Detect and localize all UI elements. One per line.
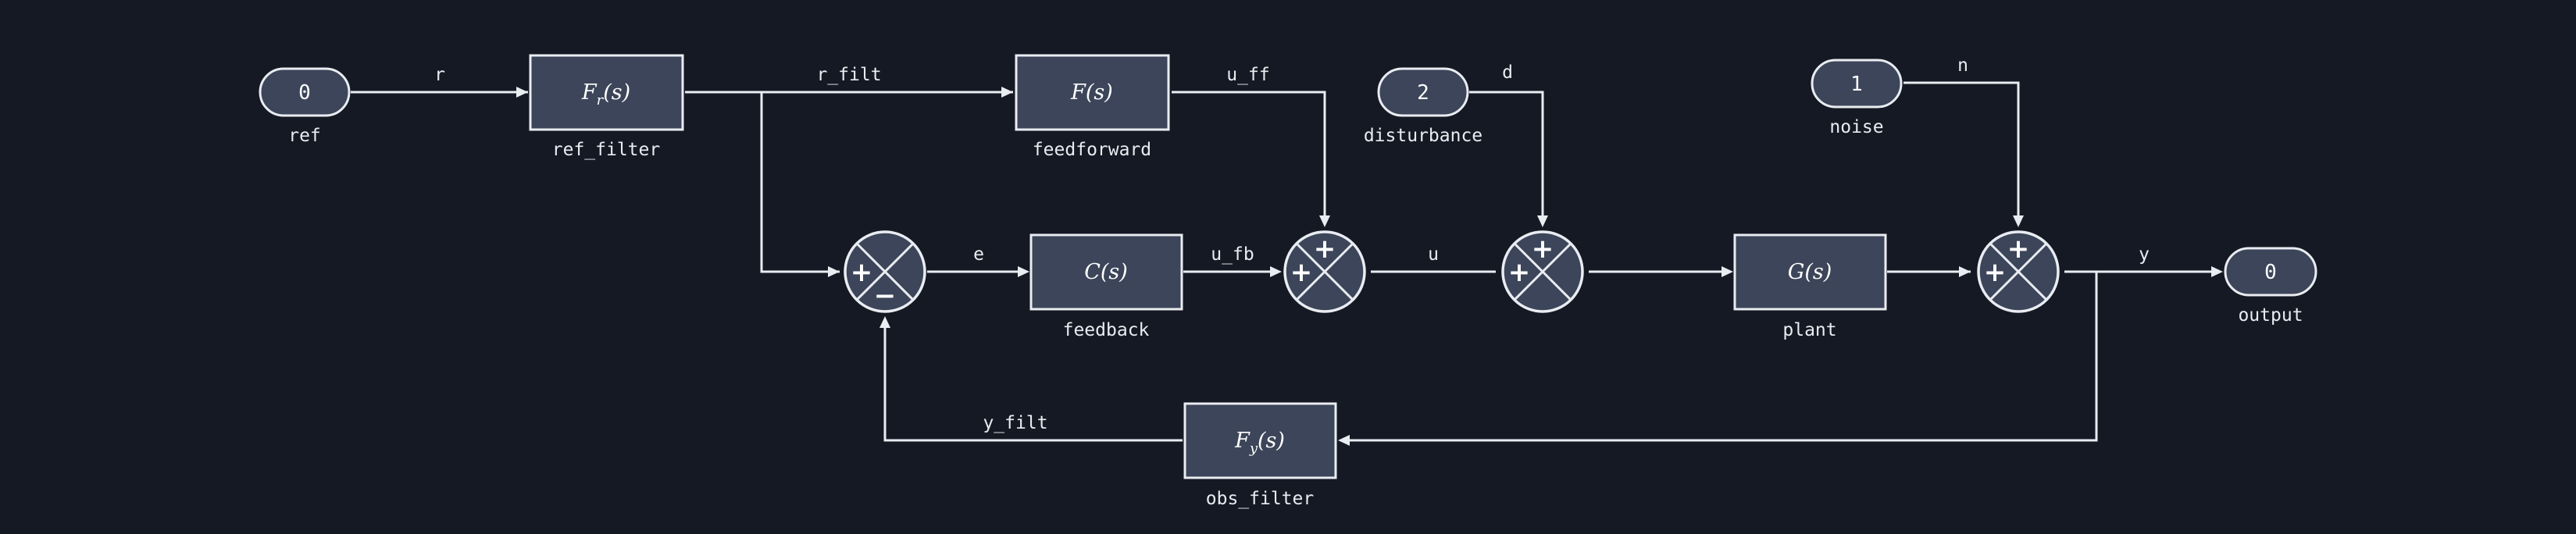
block-plant-tf: G(s) — [1788, 260, 1832, 284]
arrowhead — [516, 87, 528, 98]
signal-label-u-ff: u_ff — [1226, 65, 1269, 85]
source-noise[interactable]: 1 — [1811, 59, 1903, 109]
signal-label-y-filt: y_filt — [983, 413, 1047, 433]
arrowhead — [1018, 266, 1029, 277]
block-feedback[interactable]: C(s) — [1029, 233, 1183, 311]
wire-y-filt — [883, 319, 1183, 442]
signal-label-n: n — [1957, 55, 1968, 76]
wire-n — [1903, 81, 2020, 224]
sign-minus: − — [874, 280, 897, 312]
source-noise-value: 1 — [1850, 73, 1863, 96]
block-feedforward-tf: F(s) — [1070, 80, 1113, 105]
arrowhead — [1959, 266, 1971, 277]
arrowhead — [879, 316, 890, 328]
signal-label-r: r — [434, 65, 445, 85]
sink-output-label: output — [2238, 305, 2303, 326]
sum-junction-disturbance[interactable]: + + — [1501, 230, 1584, 313]
block-ref-filter-label: ref_filter — [552, 140, 660, 160]
wire-y-feedback — [1341, 272, 2098, 442]
arrowhead — [1270, 266, 1282, 277]
sign-plus: + — [1290, 257, 1313, 288]
sign-plus: + — [1508, 257, 1531, 288]
block-obs-filter-label: obs_filter — [1206, 489, 1314, 509]
sign-plus: + — [1984, 257, 2007, 288]
signal-label-u-fb: u_fb — [1211, 244, 1254, 265]
sign-plus: + — [1532, 233, 1554, 265]
sum-junction-error[interactable]: + − — [844, 230, 926, 313]
arrowhead — [1721, 266, 1733, 277]
source-noise-label: noise — [1829, 117, 1883, 137]
sign-plus: + — [2007, 233, 2030, 265]
sum-junction-u[interactable]: + + — [1283, 230, 1366, 313]
source-disturbance[interactable]: 2 — [1377, 67, 1469, 117]
sum-junction-noise[interactable]: + + — [1977, 230, 2060, 313]
block-ref-filter-tf: Fr(s) — [581, 80, 630, 109]
source-ref-label: ref — [288, 126, 321, 146]
sign-plus: + — [1314, 233, 1336, 265]
signal-label-d: d — [1502, 62, 1513, 83]
signal-label-y: y — [2139, 244, 2150, 265]
block-feedback-label: feedback — [1063, 320, 1150, 340]
wire-d — [1469, 91, 1544, 224]
block-plant[interactable]: G(s) — [1733, 233, 1887, 311]
source-disturbance-label: disturbance — [1364, 126, 1482, 146]
arrowhead — [1537, 215, 1548, 227]
signal-label-u: u — [1428, 244, 1439, 265]
sink-output[interactable]: 0 — [2224, 247, 2317, 297]
block-obs-filter-tf: Fy(s) — [1234, 429, 1285, 457]
block-feedback-tf: C(s) — [1084, 260, 1128, 284]
wire-u-ff — [1172, 91, 1326, 224]
source-ref-value: 0 — [298, 81, 311, 105]
arrowhead — [828, 266, 840, 277]
source-ref[interactable]: 0 — [259, 67, 351, 117]
source-disturbance-value: 2 — [1417, 81, 1429, 105]
block-feedforward[interactable]: F(s) — [1015, 54, 1170, 131]
sign-plus: + — [851, 257, 873, 288]
block-feedforward-label: feedforward — [1033, 140, 1151, 160]
wire-r-filt-branch — [760, 92, 840, 273]
arrowhead — [1338, 435, 1350, 446]
block-ref-filter[interactable]: Fr(s) — [529, 54, 684, 131]
arrowhead — [1001, 87, 1013, 98]
arrowheads — [516, 87, 2223, 446]
signal-label-r-filt: r_filt — [816, 65, 881, 85]
sink-output-value: 0 — [2264, 261, 2277, 284]
arrowhead — [2211, 266, 2223, 277]
arrowhead — [2013, 215, 2024, 227]
block-plant-label: plant — [1782, 320, 1836, 340]
block-obs-filter[interactable]: Fy(s) — [1183, 402, 1337, 479]
arrowhead — [1319, 215, 1330, 227]
wires — [351, 81, 2220, 442]
signal-label-e: e — [973, 244, 984, 265]
